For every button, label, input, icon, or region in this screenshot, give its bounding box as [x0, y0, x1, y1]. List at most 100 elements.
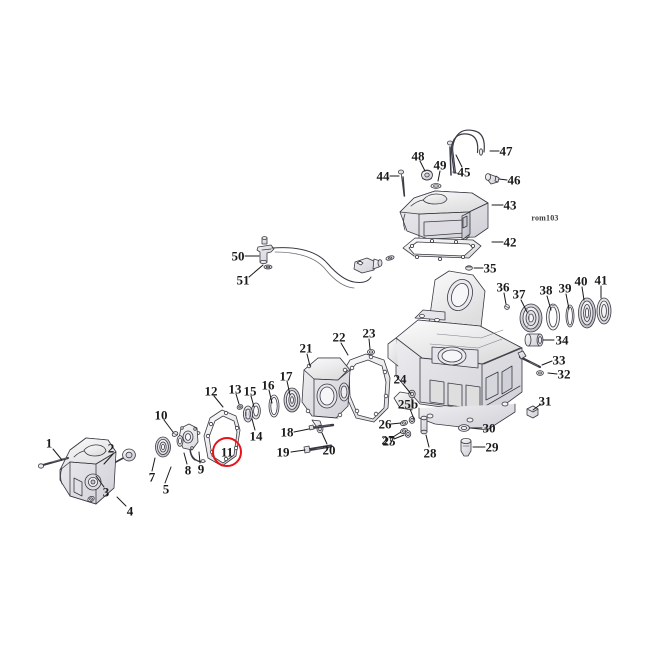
callout-label-43[interactable]: 43 — [503, 197, 517, 213]
part-21-trap-door-bearing-housing — [301, 357, 351, 428]
part-25-washer-b — [404, 430, 412, 438]
callout-label-30[interactable]: 30 — [482, 420, 496, 436]
callout-label-20[interactable]: 20 — [322, 442, 336, 458]
callout-label-10[interactable]: 10 — [154, 407, 168, 423]
leader-line-22 — [340, 342, 349, 356]
leader-line-1 — [52, 448, 63, 461]
part-44-cover-screw-long — [397, 169, 406, 197]
callout-label-49[interactable]: 49 — [433, 157, 447, 173]
leader-line-24 — [402, 383, 412, 395]
callout-label-47[interactable]: 47 — [499, 143, 513, 159]
callout-label-17[interactable]: 17 — [279, 368, 293, 384]
leader-line-2 — [103, 453, 114, 465]
part-8-retaining-washer — [176, 435, 184, 447]
callout-label-3[interactable]: 3 — [102, 484, 110, 500]
callout-label-2[interactable]: 2 — [107, 440, 115, 456]
callout-label-13[interactable]: 13 — [228, 381, 242, 397]
callout-label-50[interactable]: 50 — [231, 248, 245, 264]
callout-label-25[interactable]: 25 — [382, 433, 396, 449]
callout-label-18[interactable]: 18 — [280, 424, 294, 440]
callout-label-37[interactable]: 37 — [512, 286, 526, 302]
leader-line-5 — [164, 466, 172, 484]
part-38-snap-ring-outer — [546, 303, 560, 331]
callout-label-41[interactable]: 41 — [594, 272, 608, 288]
part-23-locating-dowel — [366, 348, 375, 355]
leader-line-8 — [183, 452, 188, 465]
callout-label-23[interactable]: 23 — [362, 325, 376, 341]
callout-label-27[interactable]: 27 — [381, 432, 395, 448]
leader-line-51 — [248, 264, 264, 278]
leader-line-15 — [250, 395, 255, 408]
callout-label-40[interactable]: 40 — [574, 273, 588, 289]
callout-label-28[interactable]: 28 — [423, 445, 437, 461]
part-32-washer-small — [536, 370, 544, 376]
callout-label-31[interactable]: 31 — [538, 393, 552, 409]
part-24-case-boss — [408, 389, 416, 399]
part-26-lock-washer — [400, 420, 408, 426]
callout-label-34[interactable]: 34 — [555, 332, 569, 348]
callout-label-24[interactable]: 24 — [393, 371, 407, 387]
part-1-long-screw — [38, 457, 69, 469]
leader-line-3 — [95, 475, 105, 488]
part-43-transmission-top-cover — [399, 190, 489, 248]
callout-label-35[interactable]: 35 — [483, 260, 497, 276]
callout-label-26[interactable]: 26 — [378, 416, 392, 432]
callout-label-36[interactable]: 36 — [496, 279, 510, 295]
leader-line-16 — [268, 389, 273, 404]
part-46-hose-fitting — [484, 173, 500, 185]
callout-label-5[interactable]: 5 — [162, 481, 170, 497]
leader-line-45 — [455, 154, 463, 168]
callout-label-32[interactable]: 32 — [557, 366, 571, 382]
callout-label-21[interactable]: 21 — [299, 340, 313, 356]
callout-label-14[interactable]: 14 — [249, 428, 263, 444]
leader-line-36 — [503, 292, 507, 305]
leader-line-14 — [251, 418, 256, 431]
callout-label-22[interactable]: 22 — [332, 329, 346, 345]
leader-line-26 — [390, 422, 402, 425]
callout-label-16[interactable]: 16 — [261, 377, 275, 393]
callout-label-42[interactable]: 42 — [503, 234, 517, 250]
callout-label-29[interactable]: 29 — [485, 439, 499, 455]
leader-line-25 — [393, 434, 405, 440]
part-15-thrust-washer — [251, 402, 261, 420]
leader-line-18 — [293, 428, 310, 433]
connector-clip — [385, 255, 395, 261]
callout-label-46[interactable]: 46 — [507, 172, 521, 188]
sensor-cable — [271, 247, 372, 289]
leader-line-12 — [213, 395, 224, 408]
leader-line-33 — [541, 360, 553, 366]
part-19-hex-bolt — [303, 444, 333, 454]
callout-label-15[interactable]: 15 — [243, 383, 257, 399]
callout-label-25b[interactable]: 25b — [397, 396, 419, 412]
callout-label-44[interactable]: 44 — [376, 168, 390, 184]
highlight-circle-item-11 — [212, 437, 242, 467]
callout-label-38[interactable]: 38 — [539, 282, 553, 298]
callout-label-51[interactable]: 51 — [236, 272, 250, 288]
part-13-small-pin — [236, 404, 244, 410]
leader-line-39 — [565, 293, 570, 310]
leader-line-28 — [425, 434, 430, 448]
callout-label-19[interactable]: 19 — [276, 444, 290, 460]
callout-label-45[interactable]: 45 — [457, 164, 471, 180]
part-24-transmission-case — [387, 270, 523, 431]
callout-label-8[interactable]: 8 — [184, 462, 192, 478]
part-37-main-bearing — [519, 303, 543, 333]
part-7-bearing — [155, 436, 171, 458]
callout-label-7[interactable]: 7 — [148, 469, 156, 485]
leader-lines — [52, 150, 602, 507]
callout-label-4[interactable]: 4 — [126, 503, 134, 519]
leader-line-10 — [163, 419, 174, 433]
sensor-connector — [353, 257, 383, 274]
callout-label-33[interactable]: 33 — [552, 352, 566, 368]
part-49-seal-washer — [430, 183, 442, 189]
part-36-set-screw — [504, 304, 510, 310]
callout-label-48[interactable]: 48 — [411, 148, 425, 164]
callout-label-39[interactable]: 39 — [558, 280, 572, 296]
leader-line-20 — [321, 432, 328, 445]
callout-label-1[interactable]: 1 — [45, 435, 53, 451]
callout-label-12[interactable]: 12 — [204, 383, 218, 399]
callout-label-9[interactable]: 9 — [197, 461, 205, 477]
part-17-oil-seal — [283, 387, 301, 413]
